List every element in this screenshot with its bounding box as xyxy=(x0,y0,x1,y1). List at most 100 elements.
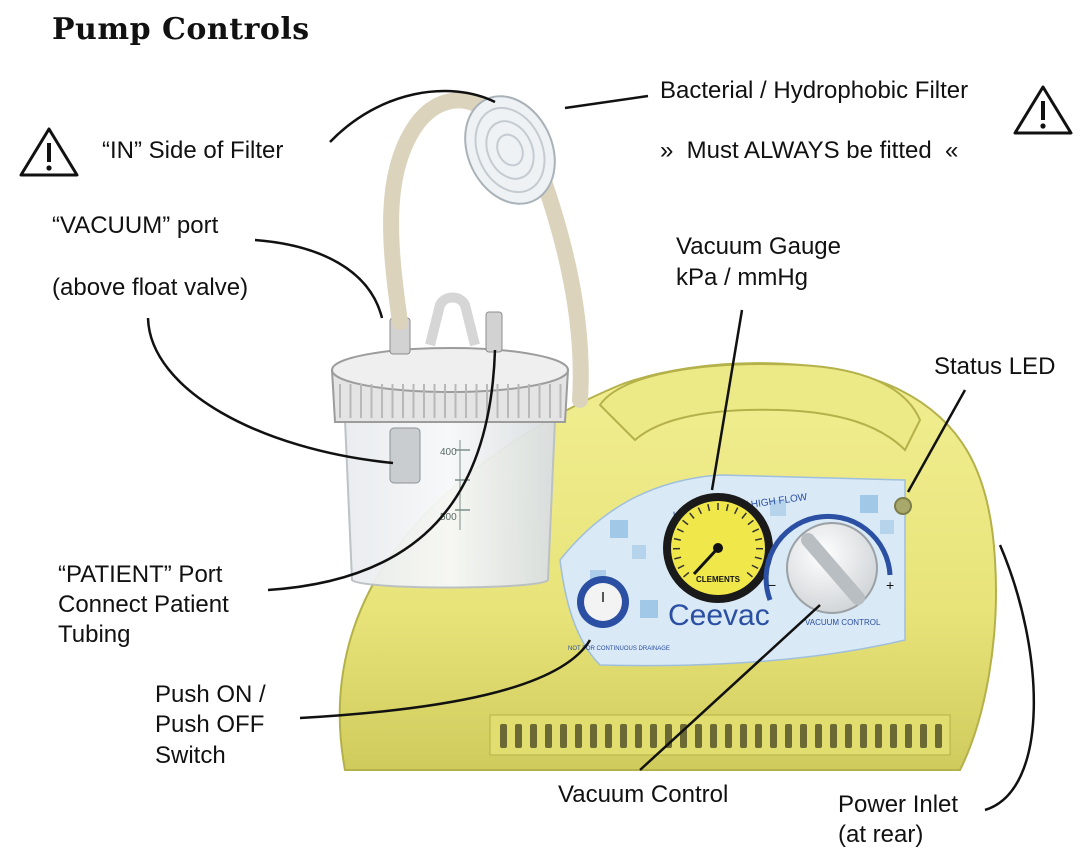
vent-slot xyxy=(590,724,597,748)
knob-minus: − xyxy=(768,577,776,593)
lid-ribs xyxy=(339,384,562,418)
label-above-float-valve: (above float valve) xyxy=(52,274,249,301)
leader-vacuum-control xyxy=(639,604,821,771)
vent-slot xyxy=(770,724,777,748)
label-status-led: Status LED xyxy=(934,353,1056,380)
warning-triangle-icon xyxy=(1013,85,1073,135)
lid-handle xyxy=(425,292,480,347)
leader-float-valve xyxy=(146,317,394,465)
gauge-tick xyxy=(751,564,759,570)
vent-slot xyxy=(575,724,582,748)
vent-slot xyxy=(605,724,612,748)
gauge-tick xyxy=(689,512,695,519)
vent-slot xyxy=(515,724,522,748)
leader-vacuum-port xyxy=(254,238,384,319)
leader-bacterial-filter xyxy=(564,94,649,110)
vent-slot xyxy=(800,724,807,748)
leader-patient-port xyxy=(267,349,497,592)
knob-plus: + xyxy=(886,577,894,593)
label-connect-patient: Connect Patient xyxy=(58,591,229,618)
knob-ring xyxy=(763,513,893,601)
gauge-tick xyxy=(674,556,682,560)
label-at-rear: (at rear) xyxy=(838,821,924,848)
label-gauge-units: kPa / mmHg xyxy=(676,264,809,291)
collection-jar xyxy=(343,419,557,589)
leader-power-inlet xyxy=(984,544,1035,812)
carry-handle xyxy=(598,363,922,452)
label-push-off: Push OFF xyxy=(155,711,265,738)
gauge-tick xyxy=(725,503,729,512)
gauge-brand: CLEMENTS xyxy=(696,575,741,584)
vent-slot xyxy=(785,724,792,748)
vent-slots xyxy=(500,724,942,748)
vent-slot xyxy=(545,724,552,748)
patient-port xyxy=(485,311,503,353)
vent-slot xyxy=(905,724,912,748)
gauge-tick xyxy=(755,537,763,541)
page-title: Pump Controls xyxy=(52,12,310,47)
gauge-hub xyxy=(713,543,723,553)
vent-slot xyxy=(830,724,837,748)
pump-tubing xyxy=(532,162,589,408)
gauge-needle xyxy=(692,546,720,576)
vent-slot xyxy=(620,724,627,748)
vent-slot xyxy=(755,724,762,748)
label-tubing: Tubing xyxy=(58,621,131,648)
gauge-tick xyxy=(682,519,689,526)
leader-status-led xyxy=(906,389,967,493)
gauge-tick xyxy=(733,507,739,515)
vent-slot xyxy=(875,724,882,748)
gauge-tick xyxy=(747,519,754,526)
label-bacterial-filter: Bacterial / Hydrophobic Filter xyxy=(660,77,969,104)
vent-slot xyxy=(695,724,702,748)
vent-slot xyxy=(530,724,537,748)
leader-switch xyxy=(299,639,592,720)
label-push-on: Push ON / xyxy=(155,681,266,708)
gauge-tick xyxy=(683,571,690,578)
status-led xyxy=(894,497,912,515)
gauge-tick xyxy=(707,503,711,512)
base-vents xyxy=(489,714,951,756)
gauge-tick xyxy=(752,528,760,533)
vent-slot xyxy=(635,724,642,748)
label-in-side-of-filter: “IN” Side of Filter xyxy=(102,137,284,164)
vent-slot xyxy=(890,724,897,748)
gauge-tick xyxy=(746,571,753,578)
switch-caption: NOT FOR CONTINUOUS DRAINAGE xyxy=(568,646,670,652)
gauge-tick xyxy=(754,556,762,560)
vent-slot xyxy=(725,724,732,748)
jar-mark-400: 400 xyxy=(440,447,457,458)
vent-slot xyxy=(740,724,747,748)
gauge-tick xyxy=(673,537,681,541)
knob-grip xyxy=(801,533,865,605)
vent-slot xyxy=(815,724,822,748)
leader-gauge xyxy=(710,309,744,491)
vent-slot xyxy=(560,724,567,748)
warning-triangle-icon xyxy=(19,127,79,177)
label-power-inlet: Power Inlet xyxy=(838,791,959,818)
label-vacuum-port: “VACUUM” port xyxy=(52,212,219,239)
vent-slot xyxy=(845,724,852,748)
leader-in-side xyxy=(329,89,496,143)
brand-logo: Ceevac xyxy=(668,599,770,632)
vent-slot xyxy=(920,724,927,748)
knob-caption: VACUUM CONTROL xyxy=(805,618,881,627)
label-patient-port: “PATIENT” Port xyxy=(58,561,223,588)
vent-slot xyxy=(650,724,657,748)
gauge-tick xyxy=(697,507,703,515)
label-switch: Switch xyxy=(155,742,226,769)
vent-slot xyxy=(935,724,942,748)
gauge-ticks xyxy=(672,503,764,578)
gauge-tick xyxy=(741,512,747,519)
vent-slot xyxy=(500,724,507,748)
gauge-tick xyxy=(676,528,684,533)
vent-slot xyxy=(860,724,867,748)
vent-slot xyxy=(710,724,717,748)
float-valve xyxy=(389,427,421,484)
jar-mark-500: 500 xyxy=(440,512,457,523)
label-vacuum-gauge: Vacuum Gauge xyxy=(676,233,841,260)
leader-lines xyxy=(146,89,1035,812)
gauge-tick xyxy=(677,564,685,570)
